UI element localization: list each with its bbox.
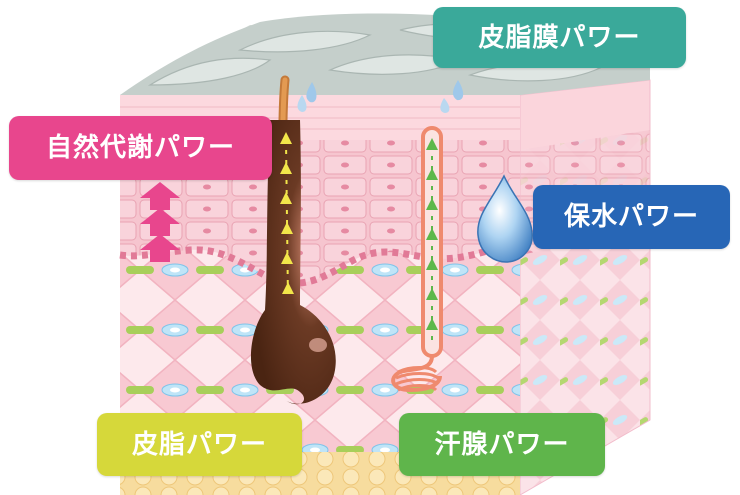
natural-metabolism-power-label: 自然代謝パワー	[9, 116, 272, 180]
sebum-film-power-label: 皮脂膜パワー	[433, 7, 686, 68]
sebum-power-label: 皮脂パワー	[97, 413, 302, 476]
moisture-drop-icon	[477, 174, 533, 263]
water-droplets	[297, 80, 533, 263]
sweat-gland-power-label: 汗腺パワー	[399, 413, 605, 476]
metabolism-arrows	[140, 182, 180, 262]
hair-follicle	[250, 75, 336, 405]
sweat-gland	[391, 126, 443, 393]
moisture-retention-power-label: 保水パワー	[533, 185, 730, 249]
